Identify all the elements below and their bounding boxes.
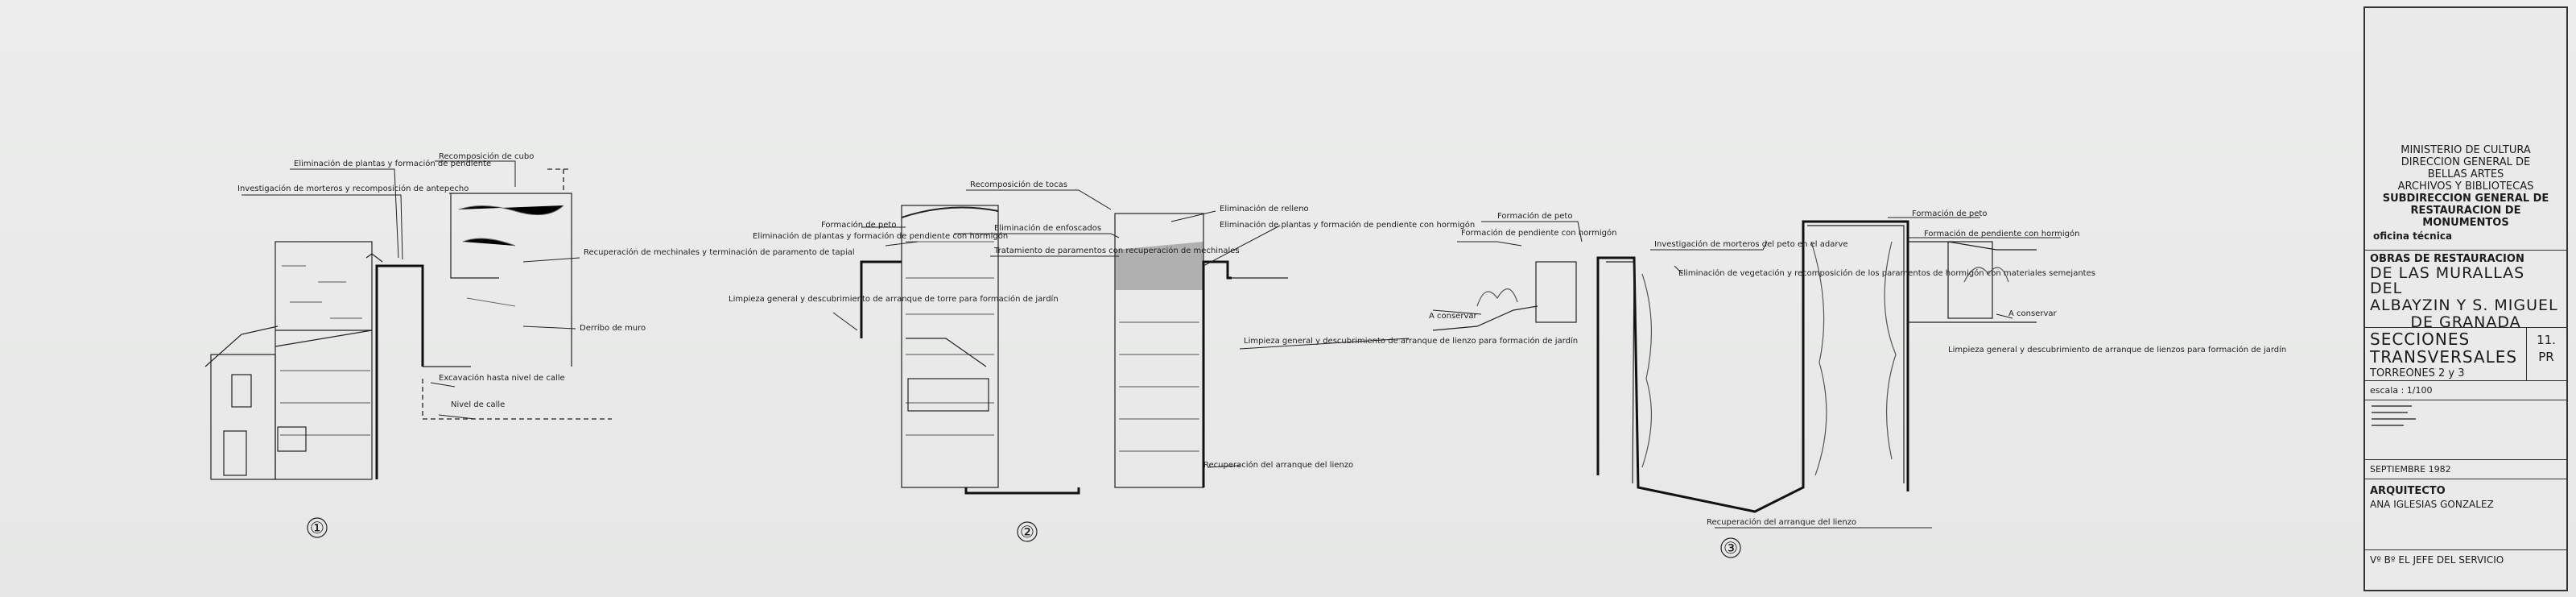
annotation: Investigación de morteros del peto en el… [1654,239,1848,249]
annotation: Recuperación del arranque del lienzo [1203,460,1353,470]
sections-drawing: Eliminación de plantas y formación de pe… [204,151,2286,558]
annotation: Excavación hasta nivel de calle [439,373,565,383]
project-line: ALBAYZIN Y S. MIGUEL [2370,296,2558,314]
date-label: SEPTIEMBRE 1982 [2370,464,2451,475]
annotation: Formación de pendiente con hormigón [1461,228,1616,238]
annotation: Eliminación de enfoscados [994,223,1101,233]
cubo-outline [449,193,572,367]
stamp-area [2365,400,2566,450]
annotation: Formación de peto [1497,211,1572,221]
annotation: Formación de pendiente con hormigón [1924,229,2079,238]
project-line: DE LAS MURALLAS DEL [2370,264,2525,297]
sheet-subtitle: TORREONES 2 y 3 [2370,367,2465,379]
approval-label: Vº Bº EL JEFE DEL SERVICIO [2370,554,2504,566]
section-number: ② [1020,522,1034,541]
sheet-title-line: SECCIONES [2370,330,2471,349]
house-facade [210,354,276,480]
architect-name: ANA IGLESIAS GONZALEZ [2370,499,2494,510]
ministry-block: MINISTERIO DE CULTURA DIRECCION GENERAL … [2365,143,2566,241]
annotation: Recomposición de tocas [970,180,1067,189]
office-label: oficina técnica [2373,230,2453,242]
annotation: Eliminación de relleno [1220,204,1309,214]
annotation: Formación de peto [821,220,896,230]
annotation: Eliminación de plantas y formación de pe… [1220,220,1475,230]
subdirection-line: SUBDIRECCION GENERAL DE [2382,193,2549,205]
section-3: Formación de peto Formación de pendiente… [1429,209,2286,558]
annotation: Limpieza general y descubrimiento de arr… [729,294,1059,304]
wall-section-2a [860,260,902,338]
tower-1-body [275,241,373,480]
project-block: OBRAS DE RESTAURACION DE LAS MURALLAS DE… [2365,250,2566,331]
project-line: DE GRANADA [2410,313,2521,331]
annotation: Recuperación del arranque del lienzo [1707,517,1856,527]
house-door [223,430,247,476]
annotation: Eliminación de plantas y formación de pe… [753,231,1008,241]
architect-label: ARQUITECTO [2370,485,2446,497]
ministry-line: BELLAS ARTES [2427,168,2504,180]
wall-section-3 [1596,220,1909,513]
ministry-line: ARCHIVOS Y BIBLIOTECAS [2397,180,2534,193]
section-number: ③ [1724,538,1738,558]
annotation: Recuperación de mechinales y terminación… [584,247,855,257]
subdirection-line: MONUMENTOS [2422,217,2509,229]
title-block: MINISTERIO DE CULTURA DIRECCION GENERAL … [2363,6,2568,591]
section-1: Eliminación de plantas y formación de pe… [204,151,855,538]
annotation: Eliminación de vegetación y recomposició… [1678,268,2095,278]
annotation: Tratamiento de paramentos con recuperaci… [993,246,1240,255]
annotation: Nivel de calle [451,400,505,409]
subdirection-line: RESTAURACION DE [2410,205,2521,217]
house-roof [204,325,279,367]
annotation: A conservar [2008,309,2057,318]
section-2: Recomposición de tocas Formación de peto… [729,180,1578,542]
project-line: OBRAS DE RESTAURACION [2370,253,2524,265]
house-window [231,374,252,408]
annotation: A conservar [1429,312,1477,321]
scale-label: escala : 1/100 [2370,385,2433,396]
tower-2-body [901,205,999,488]
ministry-line: MINISTERIO DE CULTURA [2401,144,2531,156]
annotation: Limpieza general y descubrimiento de arr… [1948,345,2286,354]
wall-section-1 [375,264,424,479]
annotation: Limpieza general y descubrimiento de arr… [1244,336,1578,346]
annotation: Eliminación de plantas y formación de pe… [294,159,491,168]
annotation: Investigación de morteros y recomposició… [237,184,469,193]
sheet-number: 11. [2537,333,2556,347]
annotation: Recomposición de cubo [439,151,534,161]
ministry-line: DIRECCION GENERAL DE [2401,156,2531,168]
section-number: ① [310,518,324,537]
sheet-code: PR [2538,350,2554,364]
annotation: Derribo de muro [580,324,646,333]
sheet-title-line: TRANSVERSALES [2370,347,2518,367]
sheet-title-block: SECCIONES TRANSVERSALES TORREONES 2 y 3 … [2365,327,2566,380]
annotation: Formación de peto [1912,209,1987,218]
